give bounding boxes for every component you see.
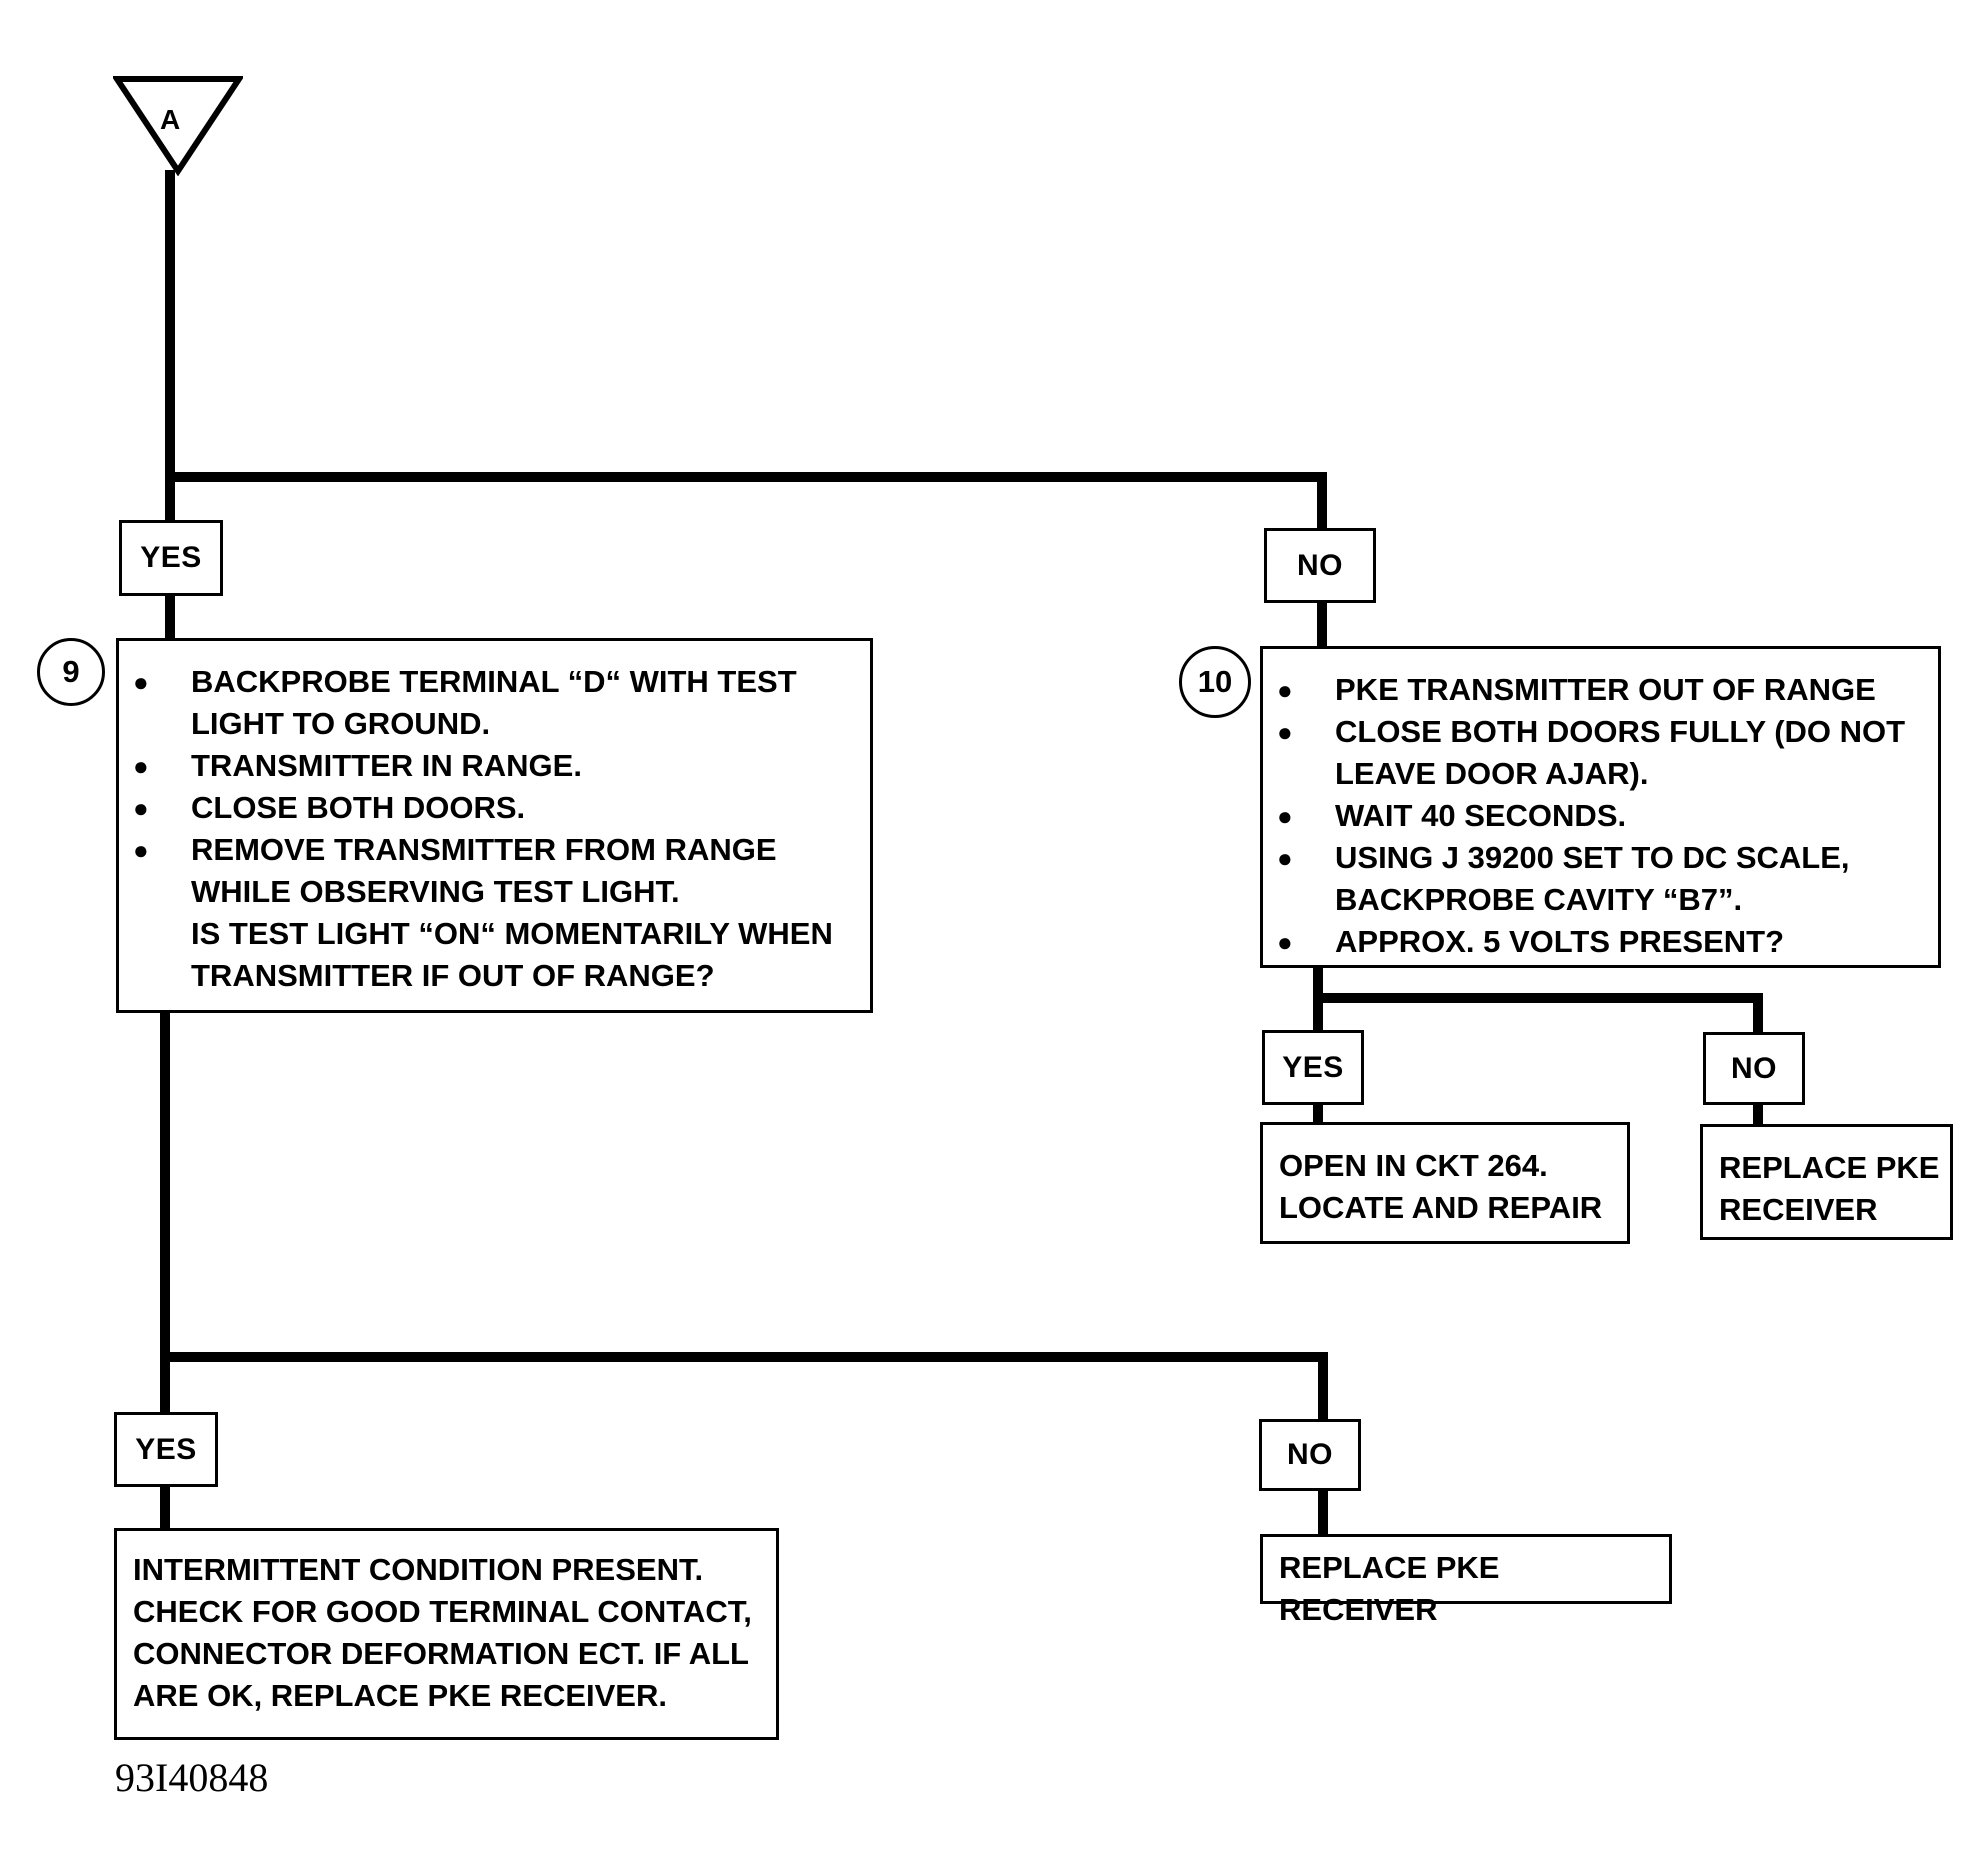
flow-line <box>1753 993 1763 1033</box>
result-open-ckt-text: OPEN IN CKT 264. LOCATE AND REPAIR <box>1279 1148 1603 1225</box>
step-9-bullet: TRANSMITTER IN RANGE. <box>123 745 862 787</box>
step-10-box: PKE TRANSMITTER OUT OF RANGE CLOSE BOTH … <box>1260 646 1941 968</box>
no-label: NO <box>1703 1032 1805 1105</box>
step-9-bullet: CLOSE BOTH DOORS. <box>123 787 862 829</box>
flow-line <box>160 1010 170 1420</box>
flow-line <box>165 170 175 525</box>
step-9-box: BACKPROBE TERMINAL “D“ WITH TEST LIGHT T… <box>116 638 873 1013</box>
result-replace-receiver-box: REPLACE PKE RECEIVER <box>1700 1124 1953 1240</box>
step-10-bullet: USING J 39200 SET TO DC SCALE, BACKPROBE… <box>1267 837 1930 921</box>
flow-line <box>1317 598 1327 648</box>
step-10-bullets: PKE TRANSMITTER OUT OF RANGE CLOSE BOTH … <box>1267 669 1930 963</box>
step-10-bullet: WAIT 40 SECONDS. <box>1267 795 1930 837</box>
yes-label: YES <box>114 1412 218 1487</box>
step-10-bullet: CLOSE BOTH DOORS FULLY (DO NOT LEAVE DOO… <box>1267 711 1930 795</box>
flow-line <box>165 472 1327 482</box>
flow-line <box>160 1352 1328 1362</box>
flow-line <box>160 1480 170 1530</box>
figure-id: 93I40848 <box>115 1755 269 1800</box>
result-intermittent-box: INTERMITTENT CONDITION PRESENT. CHECK FO… <box>114 1528 779 1740</box>
no-label: NO <box>1259 1419 1361 1491</box>
step-10-number: 10 <box>1179 646 1251 718</box>
connector-a-triangle <box>113 76 243 176</box>
flow-line <box>1318 1352 1328 1422</box>
result-replace-receiver-text: REPLACE PKE RECEIVER <box>1279 1550 1500 1627</box>
flow-line <box>1317 472 1327 532</box>
result-replace-receiver-box: REPLACE PKE RECEIVER <box>1260 1534 1672 1627</box>
yes-label: YES <box>119 520 223 596</box>
step-9-bullet: REMOVE TRANSMITTER FROM RANGE WHILE OBSE… <box>123 829 862 913</box>
step-9-number: 9 <box>37 638 105 706</box>
flow-line <box>1313 993 1763 1003</box>
step-9-question: IS TEST LIGHT “ON“ MOMENTARILY WHEN TRAN… <box>191 916 833 993</box>
step-9-bullets: BACKPROBE TERMINAL “D“ WITH TEST LIGHT T… <box>123 661 862 913</box>
step-10-bullet: APPROX. 5 VOLTS PRESENT? <box>1267 921 1930 963</box>
connector-a-label: A <box>160 104 181 135</box>
step-10-bullet: PKE TRANSMITTER OUT OF RANGE <box>1267 669 1930 711</box>
result-open-ckt-box: OPEN IN CKT 264. LOCATE AND REPAIR <box>1260 1122 1630 1244</box>
flow-line <box>1318 1488 1328 1536</box>
flow-line <box>165 590 175 640</box>
yes-label: YES <box>1262 1030 1364 1105</box>
flow-line <box>1313 1102 1323 1122</box>
no-label: NO <box>1264 528 1376 603</box>
flow-line <box>1753 1103 1763 1126</box>
result-replace-receiver-text: REPLACE PKE RECEIVER <box>1719 1150 1940 1227</box>
result-intermittent-text: INTERMITTENT CONDITION PRESENT. CHECK FO… <box>133 1552 752 1713</box>
step-9-bullet: BACKPROBE TERMINAL “D“ WITH TEST LIGHT T… <box>123 661 862 745</box>
